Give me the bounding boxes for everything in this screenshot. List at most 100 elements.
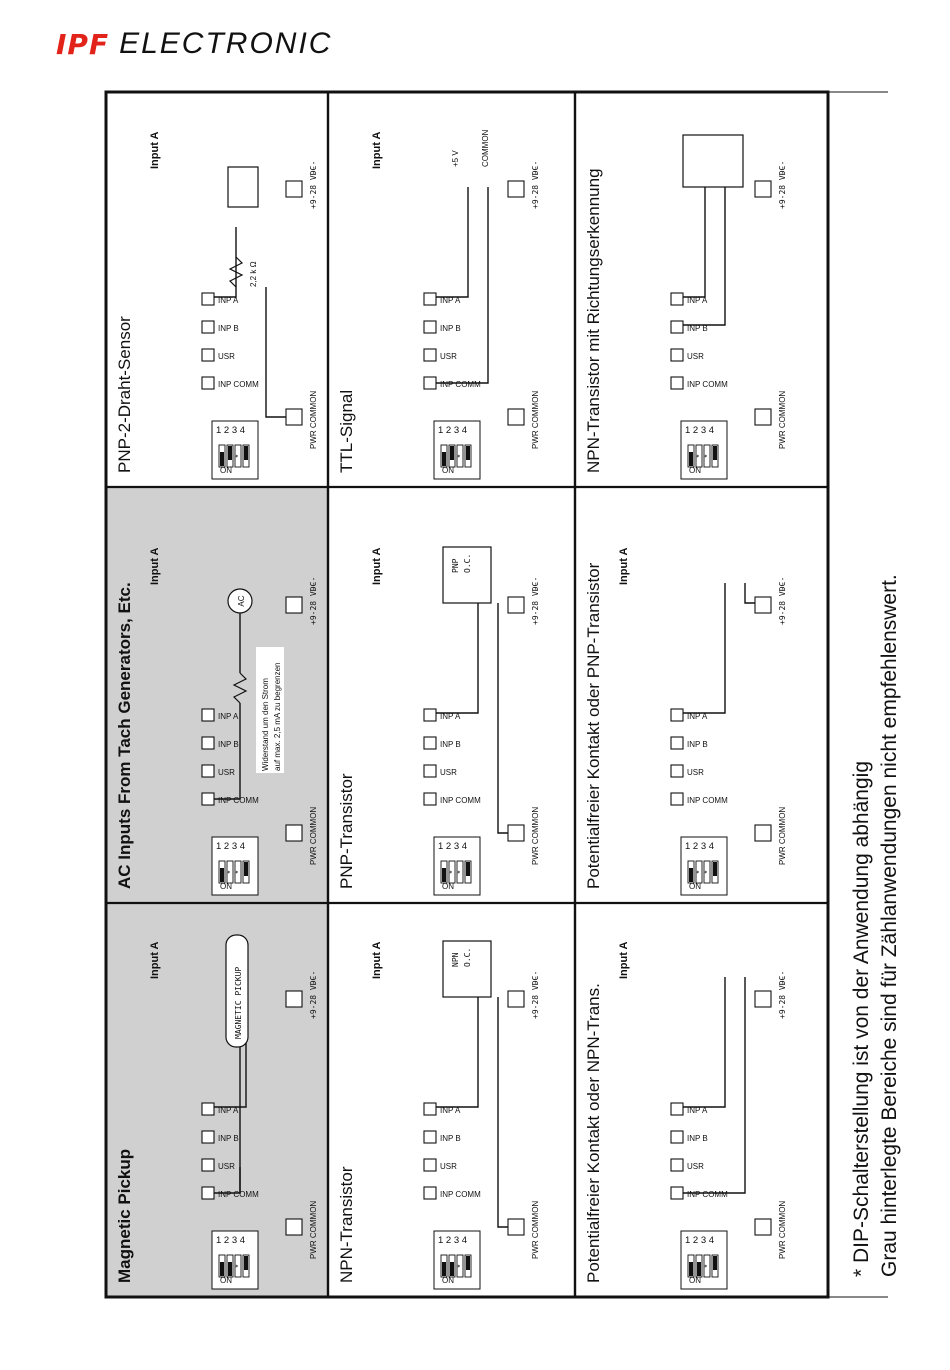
pwr-common-terminal: [754, 1218, 772, 1236]
dip-on-label: ON: [220, 466, 232, 475]
npn-device-box: [442, 940, 492, 998]
dip-lever: [697, 1262, 701, 1276]
inp-b-terminal: [201, 1130, 215, 1144]
inp-a-label: INP A: [218, 1106, 239, 1115]
usr-terminal: [201, 764, 215, 778]
panel-title-magnetic_pickup: Magnetic Pickup: [115, 1149, 134, 1283]
inp-comm-terminal: [670, 376, 684, 390]
pwr-common-label: PWR COMMON: [309, 807, 318, 865]
dc-symbol: ---: [778, 971, 787, 985]
wire-pwr: [497, 603, 508, 834]
dip-numbers: 1 2 3 4: [216, 841, 245, 852]
inp-a-terminal: [670, 1102, 684, 1116]
inp-b-terminal: [670, 736, 684, 750]
dip-switch: ON**1 2 3 4: [680, 836, 728, 896]
pwr-common-terminal: [754, 408, 772, 426]
inp-comm-label: INP COMM: [440, 380, 481, 389]
inp-comm-label: INP COMM: [687, 380, 728, 389]
usr-terminal: [423, 764, 437, 778]
supply-terminal: [754, 596, 772, 614]
inp-a-label: INP A: [440, 1106, 461, 1115]
inp-b-label: INP B: [440, 1134, 461, 1143]
dip-on-label: ON: [220, 882, 232, 891]
inp-b-label: INP B: [218, 740, 239, 749]
inp-a-terminal: [423, 708, 437, 722]
inp-a-label: INP A: [218, 712, 239, 721]
inp-a-terminal: [201, 292, 215, 306]
input-a-label-contact_pnp: Input A: [618, 547, 630, 585]
dip-lever: [220, 1262, 224, 1276]
usr-label: USR: [687, 768, 704, 777]
pwr-common-label: PWR COMMON: [309, 1201, 318, 1259]
inp-a-terminal: [423, 1102, 437, 1116]
brand-electronic: ELECTRONIC: [119, 27, 333, 60]
ac-source-circle: [227, 588, 253, 614]
inp-comm-label: INP COMM: [687, 796, 728, 805]
brand-ipf: IPF: [56, 27, 110, 61]
wire-inp-a: [214, 227, 237, 298]
inp-comm-terminal: [201, 792, 215, 806]
npn-label-2: O.C.: [463, 948, 472, 967]
dc-symbol: ---: [531, 161, 540, 175]
input-a-label-ttl_signal: Input A: [371, 131, 383, 169]
dip-switch: ON*1 2 3 4: [211, 420, 259, 480]
panel-title-npn_transistor: NPN-Transistor: [337, 1166, 356, 1283]
supply-terminal: [507, 596, 525, 614]
usr-label: USR: [440, 768, 457, 777]
usr-label: USR: [218, 1162, 235, 1171]
pnp-sensor-box: [227, 166, 259, 208]
inp-b-label: INP B: [687, 324, 708, 333]
dip-lever: [689, 452, 693, 466]
inp-b-label: INP B: [687, 1134, 708, 1143]
usr-label: USR: [218, 352, 235, 361]
pwr-common-terminal: [507, 824, 525, 842]
inp-a-label: INP A: [218, 296, 239, 305]
inp-b-terminal: [423, 320, 437, 334]
dip-star: *: [703, 870, 712, 873]
ac-note-bg: [256, 647, 284, 773]
usr-terminal: [201, 1158, 215, 1172]
inp-comm-label: INP COMM: [687, 1190, 728, 1199]
dip-slot: [456, 860, 464, 884]
wire-inp-a: [683, 583, 726, 714]
panel-title-pnp_transistor: PNP-Transistor: [337, 773, 356, 889]
ttl-common-label: COMMON: [481, 129, 490, 167]
pnp-device-box: [442, 546, 492, 604]
dip-lever: [713, 1256, 717, 1270]
inp-comm-terminal: [670, 1186, 684, 1200]
wire-inp-a: [683, 977, 726, 1108]
ac-note-line2: auf max. 2,5 mA zu begrenzen: [273, 662, 282, 771]
inp-b-label: INP B: [218, 324, 239, 333]
inp-comm-terminal: [670, 792, 684, 806]
direction-device-box: [682, 134, 744, 188]
inp-comm-label: INP COMM: [440, 1190, 481, 1199]
dip-group: ON**1 2 3 4: [433, 836, 481, 896]
inp-a-terminal: [201, 1102, 215, 1116]
dip-lever: [450, 446, 454, 460]
dip-lever: [228, 1262, 232, 1276]
panel-contact_npn: Potentialfreier Kontakt oder NPN-Trans.O…: [584, 941, 787, 1290]
inp-a-label: INP A: [440, 296, 461, 305]
supply-label: +9-28 VDC: [778, 165, 787, 209]
wire-inp-a: [436, 187, 469, 298]
inp-comm-label: INP COMM: [218, 380, 259, 389]
dip-lever: [713, 862, 717, 876]
wire-pwr: [497, 997, 508, 1228]
pwr-common-terminal: [754, 824, 772, 842]
dip-slot: [695, 860, 703, 884]
usr-terminal: [201, 348, 215, 362]
input-a-label-magnetic_pickup: Input A: [149, 941, 161, 979]
dip-on-label: ON: [220, 1276, 232, 1285]
inp-comm-terminal: [423, 1186, 437, 1200]
panel-title-ttl_signal: TTL-Signal: [337, 390, 356, 473]
dip-slot: [703, 860, 711, 884]
pwr-common-terminal: [285, 1218, 303, 1236]
